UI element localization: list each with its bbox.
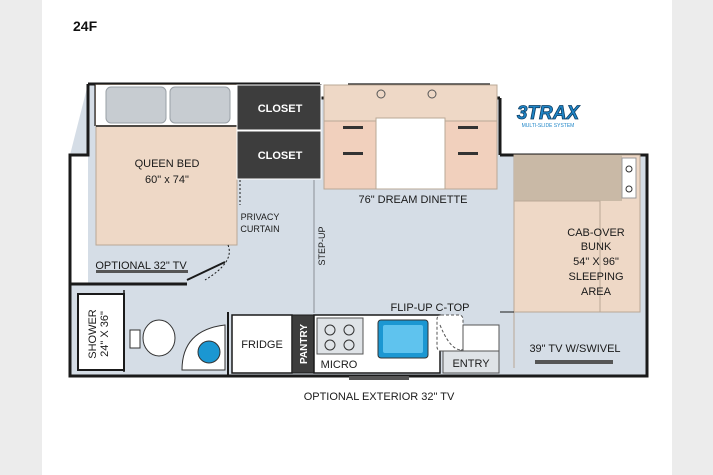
slideout-lines [94, 83, 490, 126]
dream-dinette [323, 84, 498, 190]
cabover-label-1: CAB-OVER [567, 227, 625, 239]
bath-sink [197, 340, 221, 364]
cabover-bunk [513, 154, 641, 368]
queen-bed [95, 84, 238, 246]
shower [77, 293, 125, 371]
step-up-label: STEP-UP [317, 226, 327, 265]
dinette-table [375, 117, 446, 190]
closet-bottom [236, 130, 322, 180]
dinette-label: 76" DREAM DINETTE [358, 194, 467, 206]
curtain-label: CURTAIN [240, 224, 279, 234]
fridge-label: FRIDGE [241, 339, 283, 351]
optional-tv-label: OPTIONAL 32" TV [95, 260, 187, 272]
three-trax-logo: 3TRAX MULTI-SLIDE SYSTEM [516, 103, 581, 129]
micro-label: MICRO [321, 359, 358, 371]
exterior-tv-label: OPTIONAL EXTERIOR 32" TV [304, 391, 455, 403]
optional-tv-bar [96, 270, 188, 273]
cabover-label-4: SLEEPING [568, 271, 623, 283]
stove [316, 317, 364, 355]
flip-up-label: FLIP-UP C-TOP [390, 302, 469, 314]
cabover-label-5: AREA [581, 286, 612, 298]
cabover-label-2: BUNK [581, 241, 612, 253]
queen-bed-size: 60" x 74" [145, 174, 189, 186]
shower-label: SHOWER [87, 309, 99, 359]
pillow-right [169, 86, 231, 124]
bathroom [77, 290, 229, 376]
closet-top [236, 84, 322, 131]
shower-size: 24" X 36" [99, 311, 111, 357]
flip-up-ctop [436, 314, 464, 352]
tv-swivel-bar [535, 360, 613, 364]
fridge [231, 314, 293, 374]
pillow-left [105, 86, 167, 124]
toilet [142, 319, 176, 357]
model-title: 24F [73, 18, 98, 34]
entry-step [442, 350, 500, 374]
tv-swivel-label: 39" TV W/SWIVEL [529, 343, 620, 355]
logo-subtext: MULTI-SLIDE SYSTEM [522, 123, 575, 129]
exterior-tv-bar [349, 376, 409, 380]
galley [231, 314, 500, 374]
closet-bottom-label: CLOSET [258, 150, 303, 162]
cabover-label-3: 54" X 96" [573, 256, 619, 268]
entry-label: ENTRY [452, 358, 490, 370]
logo-text: 3TRAX [517, 103, 581, 124]
privacy-label: PRIVACY [241, 212, 280, 222]
queen-bed-label: QUEEN BED [135, 158, 200, 170]
pantry-label: PANTRY [299, 324, 310, 364]
closet-top-label: CLOSET [258, 103, 303, 115]
